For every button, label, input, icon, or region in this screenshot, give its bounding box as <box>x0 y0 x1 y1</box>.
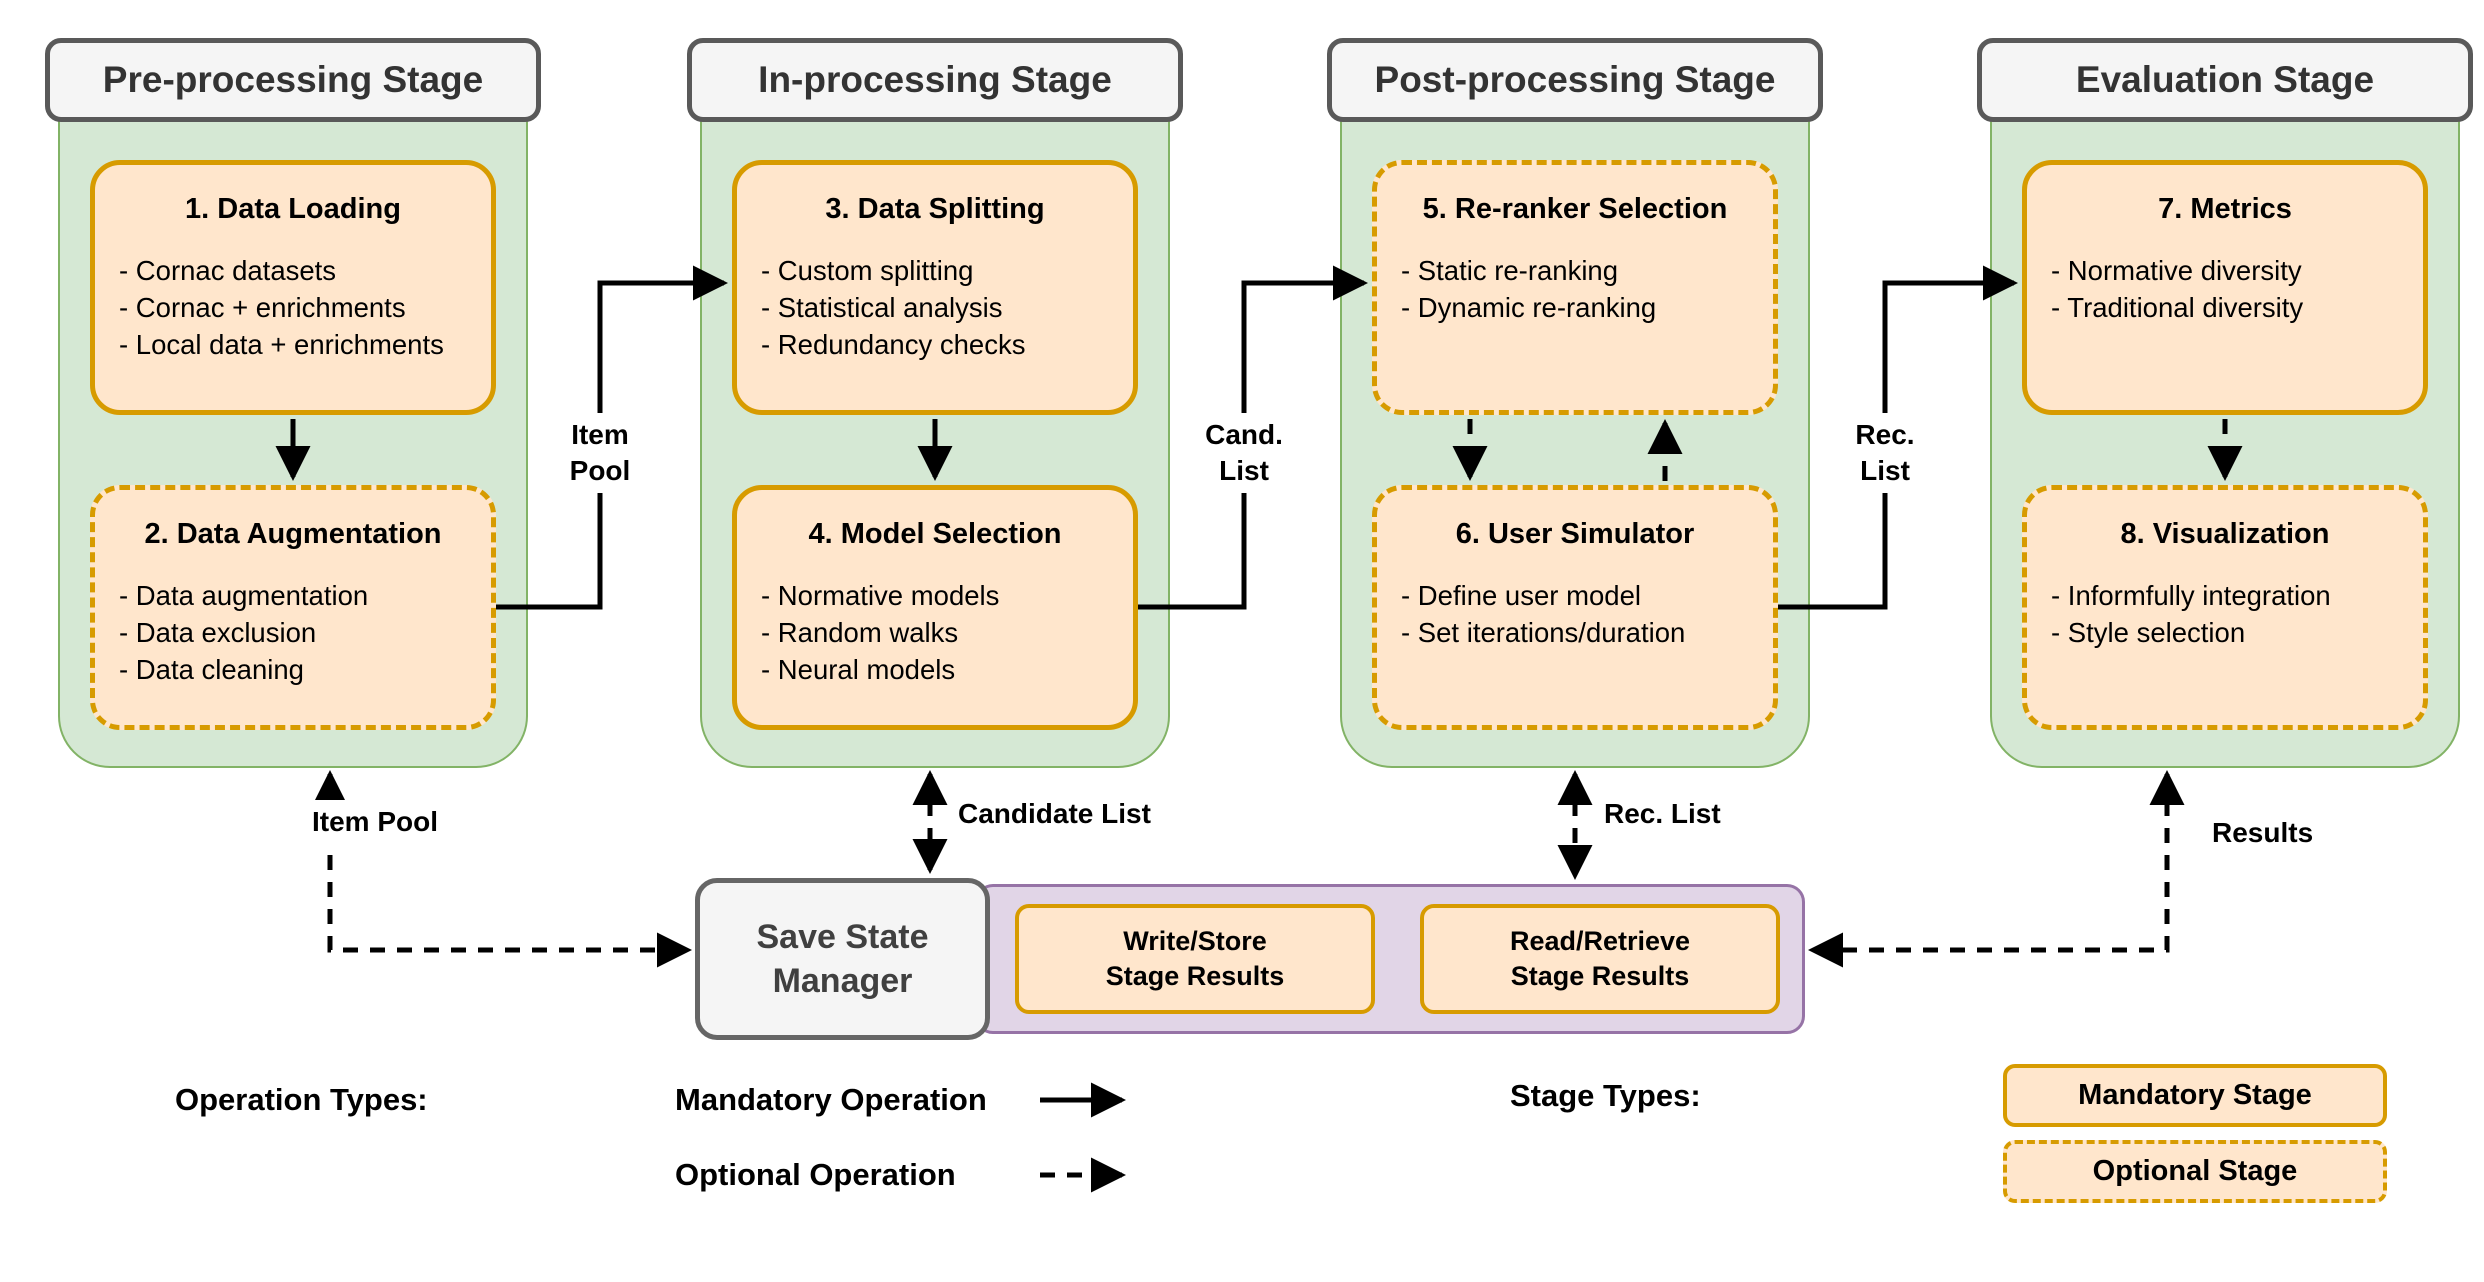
stage-evaluation-header: Evaluation Stage <box>1977 38 2473 122</box>
node-user-simulator: 6. User Simulator - Define user model - … <box>1372 485 1778 730</box>
node-metrics: 7. Metrics - Normative diversity - Tradi… <box>2022 160 2428 415</box>
optional-arrow-results <box>1807 769 2185 968</box>
list-item: - Random walks <box>761 617 959 648</box>
node-visualization: 8. Visualization - Informfully integrati… <box>2022 485 2428 730</box>
node-user-simulator-items: - Define user model - Set iterations/dur… <box>1401 577 1773 651</box>
flow-label-line: Pool <box>569 455 631 486</box>
list-item: - Traditional diversity <box>2051 292 2304 323</box>
legend-mandatory-stage-box: Mandatory Stage <box>2003 1064 2387 1127</box>
node-data-splitting: 3. Data Splitting - Custom splitting - S… <box>732 160 1138 415</box>
legend-optional-stage-label: Optional Stage <box>2092 1155 2298 1187</box>
save-state-manager-label: Manager <box>772 962 913 1000</box>
list-item: - Informfully integration <box>2051 580 2331 611</box>
list-item: - Normative models <box>761 580 1000 611</box>
node-metrics-title: 7. Metrics <box>2158 193 2292 225</box>
node-data-splitting-title: 3. Data Splitting <box>825 193 1045 225</box>
list-item: - Dynamic re-ranking <box>1401 292 1657 323</box>
flow-label-rec-list-save: Rec. List <box>1604 798 1721 829</box>
node-data-loading-title: 1. Data Loading <box>185 193 401 225</box>
save-state-manager: Save State Manager <box>695 878 990 1040</box>
flow-label-candidate-list: Candidate List <box>958 798 1151 829</box>
flow-label-line: Cand. <box>1205 419 1283 450</box>
legend-mandatory-stage-label: Mandatory Stage <box>2078 1079 2312 1111</box>
flow-label-line: List <box>1219 455 1269 486</box>
list-item: - Set iterations/duration <box>1401 617 1686 648</box>
node-model-selection-title: 4. Model Selection <box>808 518 1062 550</box>
node-data-loading-items: - Cornac datasets - Cornac + enrichments… <box>119 252 491 363</box>
flow-label-item-pool-stage: Item Pool <box>540 413 660 493</box>
list-item: - Redundancy checks <box>761 329 1026 360</box>
node-data-splitting-items: - Custom splitting - Statistical analysi… <box>761 252 1133 363</box>
node-reranker-selection-items: - Static re-ranking - Dynamic re-ranking <box>1401 252 1773 326</box>
stage-evaluation-title: Evaluation Stage <box>2075 59 2375 100</box>
list-item: - Static re-ranking <box>1401 255 1619 286</box>
node-visualization-title: 8. Visualization <box>2120 518 2330 550</box>
node-model-selection-items: - Normative models - Random walks - Neur… <box>761 577 1133 688</box>
save-state-manager-label: Save State <box>756 918 929 956</box>
flow-label-results: Results <box>2212 817 2314 848</box>
node-user-simulator-title: 6. User Simulator <box>1455 518 1695 550</box>
node-reranker-selection-title: 5. Re-ranker Selection <box>1422 193 1728 225</box>
stage-pre-processing-title: Pre-processing Stage <box>102 59 484 100</box>
stage-in-processing-title: In-processing Stage <box>758 59 1112 100</box>
read-retrieve-label: Read/Retrieve <box>1509 926 1691 956</box>
flow-label-cand-list-stage: Cand. List <box>1184 413 1304 493</box>
node-visualization-items: - Informfully integration - Style select… <box>2051 577 2423 651</box>
stage-pre-processing: Pre-processing Stage 1. Data Loading - C… <box>45 0 541 790</box>
legend-optional-operation-label: Optional Operation <box>675 1157 956 1192</box>
stage-post-processing-title: Post-processing Stage <box>1374 59 1776 100</box>
stage-post-processing: Post-processing Stage 5. Re-ranker Selec… <box>1327 0 1823 790</box>
list-item: - Data cleaning <box>119 654 304 685</box>
stage-in-processing-header: In-processing Stage <box>687 38 1183 122</box>
write-store-box: Write/Store Stage Results <box>1015 904 1375 1014</box>
node-data-loading: 1. Data Loading - Cornac datasets - Corn… <box>90 160 496 415</box>
stage-pre-processing-header: Pre-processing Stage <box>45 38 541 122</box>
legend-optional-stage-box: Optional Stage <box>2003 1140 2387 1203</box>
flow-label-line: Item <box>571 419 629 450</box>
node-reranker-selection: 5. Re-ranker Selection - Static re-ranki… <box>1372 160 1778 415</box>
node-data-augmentation-items: - Data augmentation - Data exclusion - D… <box>119 577 491 688</box>
stage-evaluation: Evaluation Stage 7. Metrics - Normative … <box>1977 0 2473 790</box>
list-item: - Local data + enrichments <box>119 329 444 360</box>
list-item: - Style selection <box>2051 617 2246 648</box>
flow-label-line: List <box>1860 455 1910 486</box>
flow-label-rec-list-stage: Rec. List <box>1825 413 1945 493</box>
list-item: - Define user model <box>1401 580 1641 611</box>
stage-in-processing: In-processing Stage 3. Data Splitting - … <box>687 0 1183 790</box>
list-item: - Data augmentation <box>119 580 369 611</box>
list-item: - Normative diversity <box>2051 255 2302 286</box>
write-store-label: Stage Results <box>1105 961 1285 991</box>
node-metrics-items: - Normative diversity - Traditional dive… <box>2051 252 2423 326</box>
list-item: - Statistical analysis <box>761 292 1003 323</box>
node-data-augmentation: 2. Data Augmentation - Data augmentation… <box>90 485 496 730</box>
write-store-label: Write/Store <box>1123 926 1267 956</box>
node-model-selection: 4. Model Selection - Normative models - … <box>732 485 1138 730</box>
list-item: - Custom splitting <box>761 255 974 286</box>
read-retrieve-label: Stage Results <box>1510 961 1690 991</box>
legend-mandatory-operation-label: Mandatory Operation <box>675 1082 987 1117</box>
list-item: - Cornac + enrichments <box>119 292 406 323</box>
stage-post-processing-header: Post-processing Stage <box>1327 38 1823 122</box>
node-data-augmentation-title: 2. Data Augmentation <box>144 518 442 550</box>
read-retrieve-box: Read/Retrieve Stage Results <box>1420 904 1780 1014</box>
list-item: - Data exclusion <box>119 617 317 648</box>
list-item: - Cornac datasets <box>119 255 337 286</box>
legend-stage-types-label: Stage Types: <box>1510 1078 1701 1113</box>
legend-operation-types-label: Operation Types: <box>175 1082 428 1117</box>
flow-label-line: Rec. <box>1855 419 1915 450</box>
list-item: - Neural models <box>761 654 956 685</box>
flow-label-item-pool-save: Item Pool <box>283 800 467 844</box>
